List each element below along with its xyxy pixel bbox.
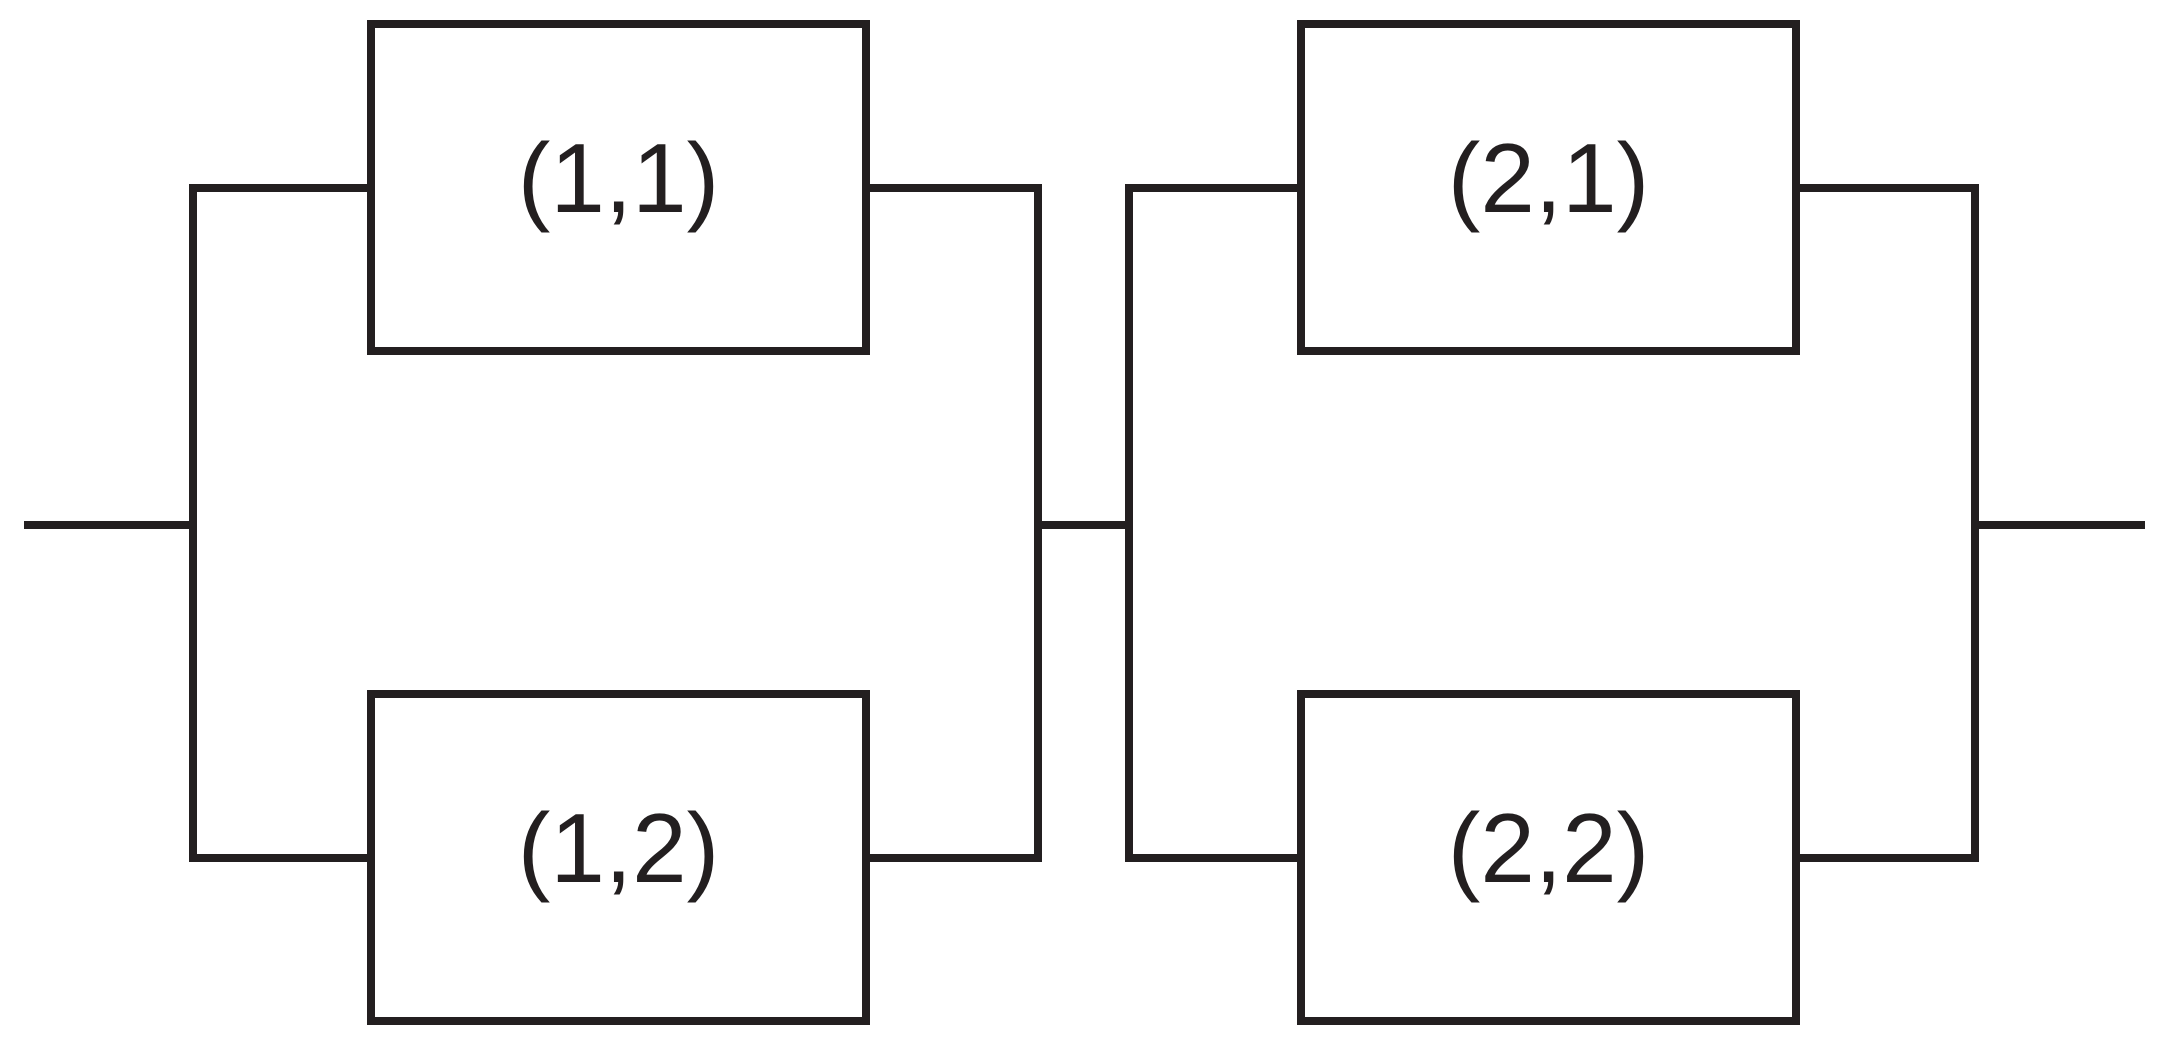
stage2-bottom-branch-right-wire <box>1792 854 1979 862</box>
input-wire <box>24 521 193 529</box>
block-2-1-label: (2,1) <box>1447 122 1650 233</box>
middle-connector-wire <box>1034 521 1133 529</box>
stage1-left-vertical-wire <box>189 184 197 862</box>
block-2-2-label: (2,2) <box>1447 792 1650 903</box>
stage1-bottom-branch-right-wire <box>862 854 1042 862</box>
stage2-top-branch-left-wire <box>1125 184 1305 192</box>
block-1-2: (1,2) <box>367 690 870 1025</box>
stage1-top-branch-left-wire <box>189 184 375 192</box>
stage2-top-branch-right-wire <box>1792 184 1979 192</box>
stage2-left-vertical-wire <box>1125 184 1133 862</box>
output-wire <box>1971 521 2145 529</box>
block-2-1: (2,1) <box>1297 20 1800 355</box>
stage1-bottom-branch-left-wire <box>189 854 375 862</box>
block-1-1: (1,1) <box>367 20 870 355</box>
block-1-2-label: (1,2) <box>517 792 720 903</box>
block-2-2: (2,2) <box>1297 690 1800 1025</box>
stage1-top-branch-right-wire <box>862 184 1042 192</box>
stage2-bottom-branch-left-wire <box>1125 854 1305 862</box>
block-1-1-label: (1,1) <box>517 122 720 233</box>
